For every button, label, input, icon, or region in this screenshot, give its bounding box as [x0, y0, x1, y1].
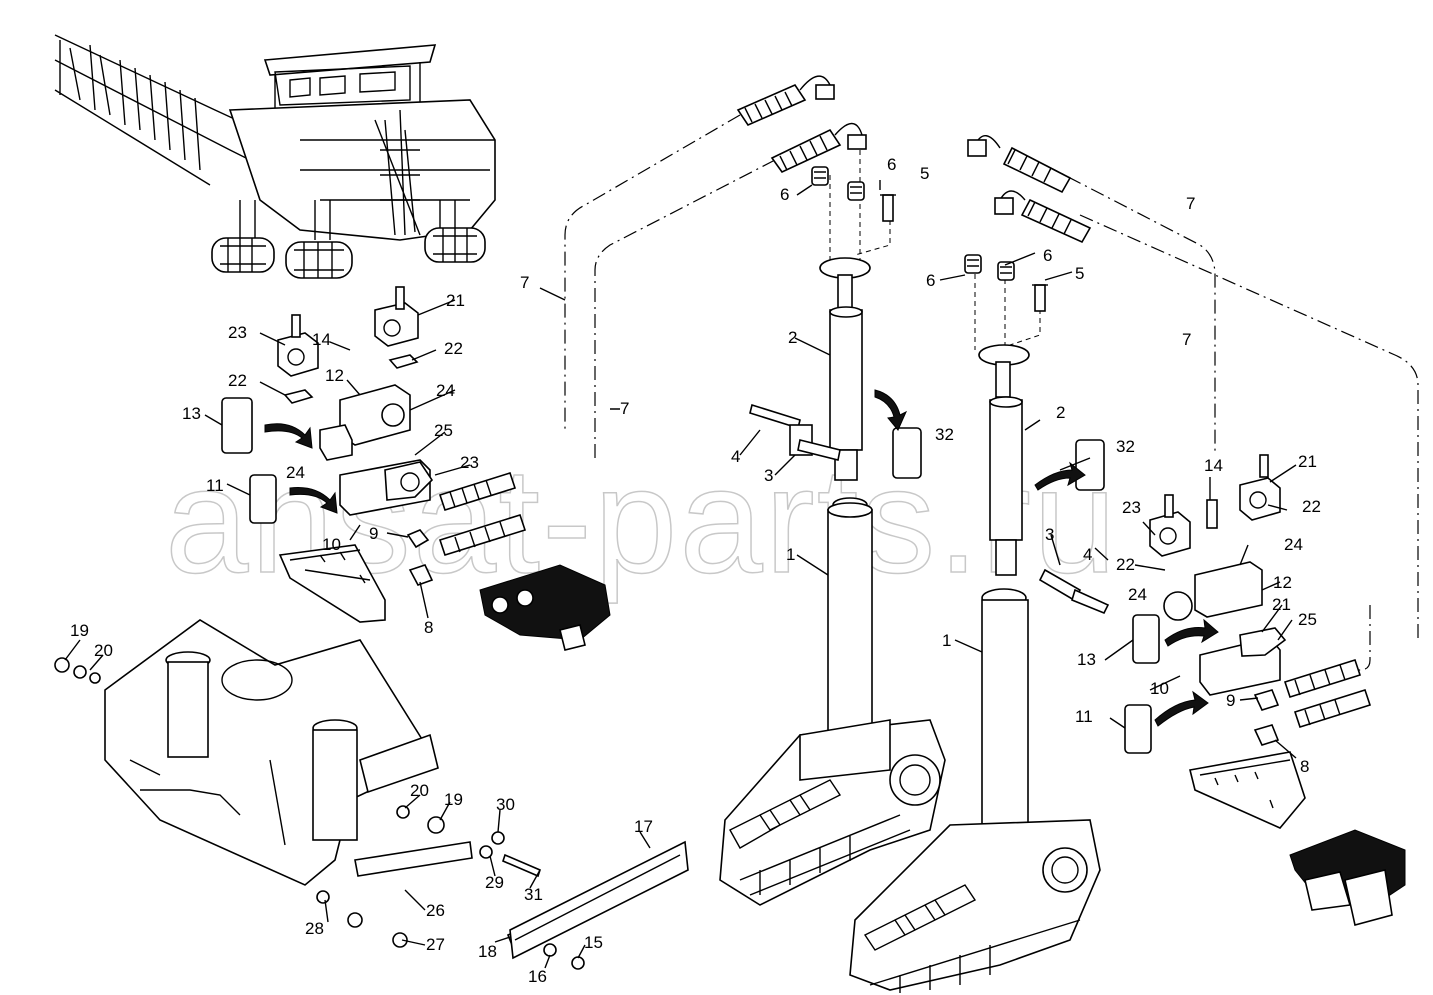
callout-6: 6: [1043, 246, 1052, 265]
callout-7: 7: [520, 273, 529, 292]
chassis-frame: [104, 619, 439, 886]
callout-3: 3: [1045, 525, 1054, 544]
valve-assembly-left: [277, 286, 527, 623]
callout-6: 6: [780, 185, 789, 204]
track-unit-mid: [285, 241, 353, 279]
track-assembly-right: [849, 819, 1101, 993]
callout-31: 31: [524, 885, 543, 904]
leader-lines: [64, 180, 1297, 969]
callout-11: 11: [206, 476, 224, 495]
hose-set-left: [736, 75, 867, 174]
callout-10: 10: [322, 535, 341, 554]
callout-16: 16: [528, 967, 547, 986]
track-unit-left: [211, 237, 275, 273]
callout-7: 7: [620, 399, 629, 418]
callout-17: 17: [634, 817, 653, 836]
callout-25: 25: [1298, 610, 1317, 629]
callout-7: 7: [1182, 330, 1191, 349]
bar-17: [509, 840, 689, 960]
callout-4: 4: [1083, 545, 1092, 564]
callout-5: 5: [1075, 264, 1084, 283]
callout-24: 24: [1128, 585, 1147, 604]
callout-14: 14: [1204, 456, 1223, 475]
callout-6: 6: [887, 155, 896, 174]
machine-overview-illustration: [54, 34, 496, 279]
callout-12: 12: [325, 366, 344, 385]
callout-19: 19: [70, 621, 89, 640]
callout-5: 5: [920, 164, 929, 183]
callout-27: 27: [426, 935, 445, 954]
callout-19: 19: [444, 790, 463, 809]
callout-29: 29: [485, 873, 504, 892]
valve-assembly-right: [1149, 454, 1372, 829]
cylinder-left: [819, 257, 873, 736]
callout-2: 2: [1056, 403, 1065, 422]
fittings-top: [811, 166, 1048, 312]
callout-23: 23: [1122, 498, 1141, 517]
callout-26: 26: [426, 901, 445, 920]
valve-block-black-right: [1289, 829, 1406, 926]
callout-9: 9: [369, 524, 378, 543]
callout-12: 12: [1273, 573, 1292, 592]
hose-short-left: [438, 472, 527, 556]
callout-18: 18: [478, 942, 497, 961]
callout-11: 11: [1075, 707, 1093, 726]
callout-32: 32: [1116, 437, 1135, 456]
callout-32: 32: [935, 425, 954, 444]
callout-10: 10: [1150, 679, 1169, 698]
instruction-stickers: [221, 389, 1219, 754]
callout-6: 6: [926, 271, 935, 290]
callout-7: 7: [1186, 194, 1195, 213]
track-unit-right: [424, 227, 486, 263]
callout-21: 21: [1298, 452, 1317, 471]
pins-and-clevis: [749, 403, 1110, 615]
hose-set-right: [967, 135, 1092, 244]
callout-24: 24: [286, 463, 305, 482]
callout-9: 9: [1226, 691, 1235, 710]
callout-3: 3: [764, 466, 773, 485]
callout-22: 22: [228, 371, 247, 390]
callout-1: 1: [942, 631, 951, 650]
callout-2: 2: [788, 328, 797, 347]
callout-23: 23: [460, 453, 479, 472]
callout-22: 22: [444, 339, 463, 358]
callout-21: 21: [1272, 595, 1291, 614]
callout-13: 13: [182, 404, 201, 423]
callout-25: 25: [434, 421, 453, 440]
callout-28: 28: [305, 919, 324, 938]
callout-13: 13: [1077, 650, 1096, 669]
callout-20: 20: [410, 781, 429, 800]
callout-1: 1: [786, 545, 795, 564]
callout-23: 23: [228, 323, 247, 342]
callout-8: 8: [1300, 757, 1309, 776]
callout-22: 22: [1116, 555, 1135, 574]
callout-24: 24: [1284, 535, 1303, 554]
callout-4: 4: [731, 447, 740, 466]
hose-short-right: [1283, 659, 1372, 728]
cylinder-right: [978, 344, 1030, 836]
callout-8: 8: [424, 618, 433, 637]
track-assembly-left: [719, 719, 946, 906]
callout-30: 30: [496, 795, 515, 814]
callout-20: 20: [94, 641, 113, 660]
callout-24: 24: [436, 381, 455, 400]
callout-21: 21: [446, 291, 465, 310]
callout-labels: 7 7 7 7 6 6 6 6 5 5 2 2 4 4 3 3 32 32 1 …: [70, 155, 1321, 986]
callout-15: 15: [584, 933, 603, 952]
callout-22: 22: [1302, 497, 1321, 516]
callout-14: 14: [312, 330, 331, 349]
valve-block-black-left: [479, 564, 611, 651]
